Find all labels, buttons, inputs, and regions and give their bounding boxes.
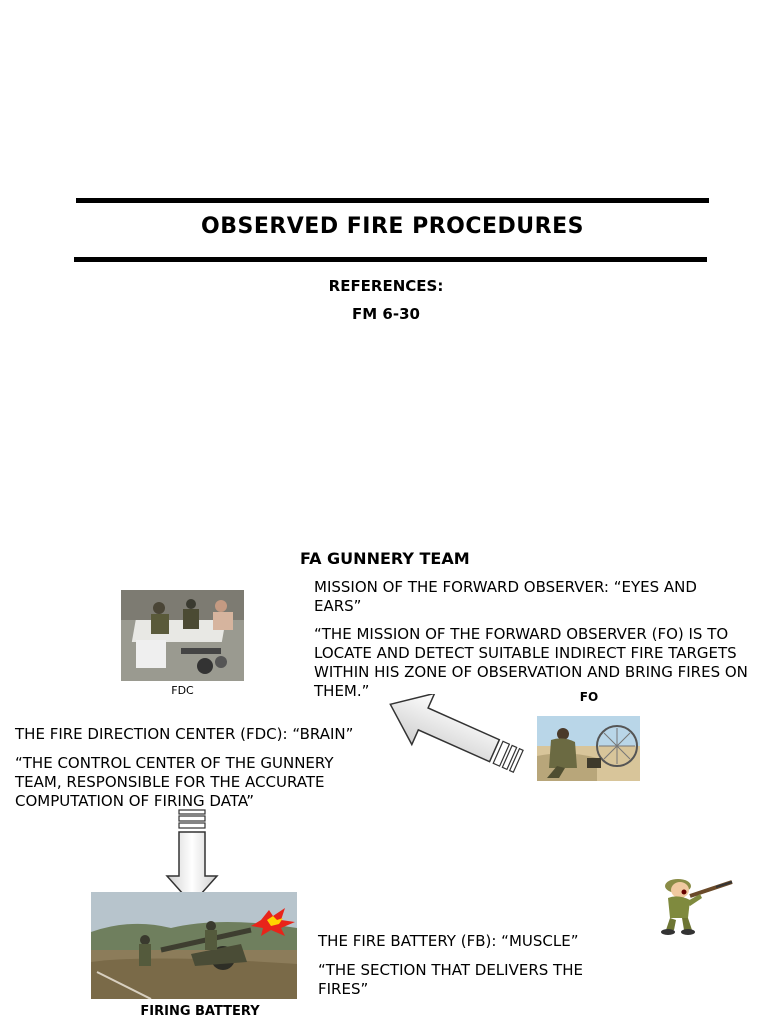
fo-mission: MISSION OF THE FORWARD OBSERVER: “EYES A… bbox=[314, 578, 697, 615]
page-title: OBSERVED FIRE PROCEDURES bbox=[201, 214, 584, 239]
fo-quote: “THE MISSION OF THE FORWARD OBSERVER (FO… bbox=[314, 625, 748, 700]
firing-battery-photo bbox=[91, 892, 297, 999]
firing-battery-caption: FIRING BATTERY bbox=[140, 1004, 260, 1019]
reference-item: FM 6-30 bbox=[352, 305, 420, 323]
references-label: REFERENCES: bbox=[328, 277, 444, 295]
arrow-icon bbox=[380, 692, 535, 774]
bottom-rule bbox=[74, 257, 707, 262]
down-arrow-icon bbox=[165, 808, 219, 906]
fdc-mission: THE FIRE DIRECTION CENTER (FDC): “BRAIN” bbox=[15, 725, 354, 743]
top-rule bbox=[76, 198, 709, 203]
fo-photo bbox=[537, 716, 640, 781]
soldier-cartoon-icon bbox=[656, 872, 734, 936]
section-heading: FA GUNNERY TEAM bbox=[300, 549, 470, 568]
fb-mission: THE FIRE BATTERY (FB): “MUSCLE” bbox=[318, 932, 579, 950]
fb-quote: “THE SECTION THAT DELIVERS THE FIRES” bbox=[318, 961, 583, 998]
fo-caption: FO bbox=[579, 690, 599, 704]
fdc-quote: “THE CONTROL CENTER OF THE GUNNERY TEAM,… bbox=[15, 754, 334, 810]
fdc-caption: FDC bbox=[171, 684, 194, 697]
fdc-photo bbox=[121, 590, 244, 681]
